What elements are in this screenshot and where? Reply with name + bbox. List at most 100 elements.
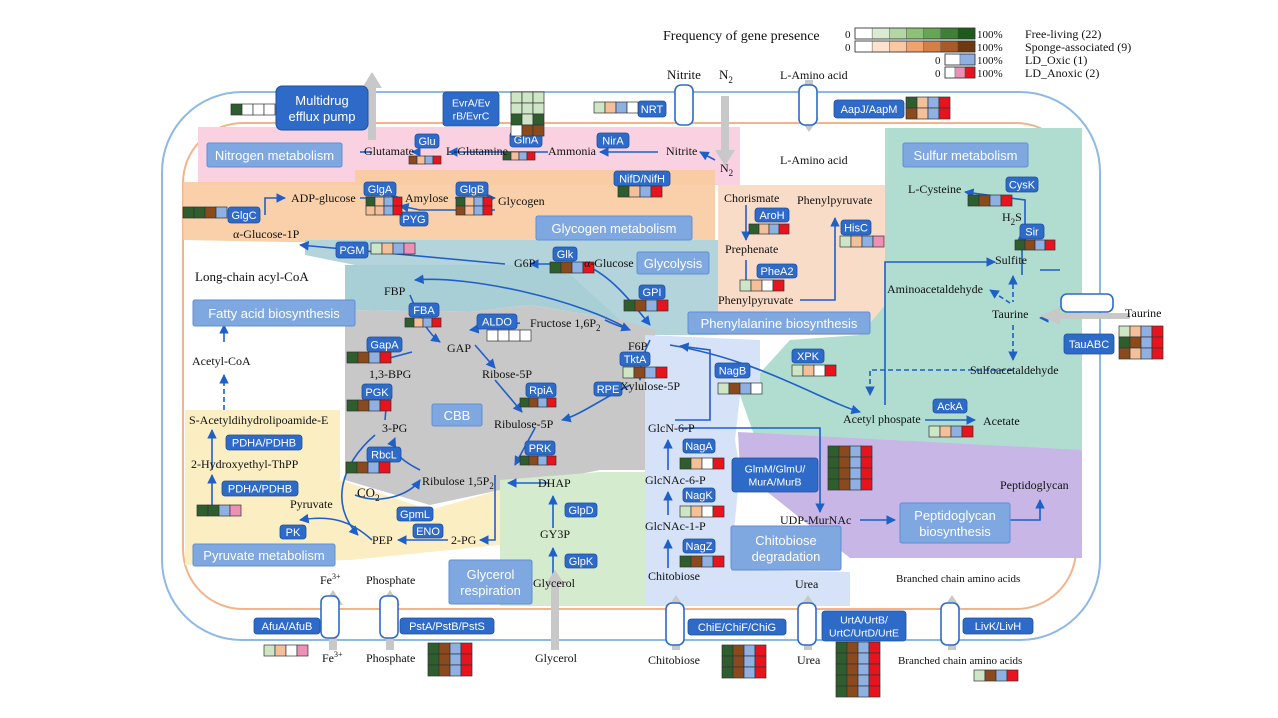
heatmap-cell bbox=[846, 685, 859, 698]
region-peptidoglycan-line: Peptidoglycan bbox=[914, 508, 996, 523]
heatmap-cell bbox=[528, 455, 539, 466]
heatmap-cell bbox=[916, 96, 929, 109]
heatmap-nagz bbox=[679, 555, 725, 568]
region-glycerol-line: respiration bbox=[460, 583, 521, 598]
metabolite-lglutamine: L-Glutamine bbox=[446, 144, 508, 158]
heatmap-cell bbox=[427, 653, 440, 666]
region-sulfur: Sulfur metabolism bbox=[902, 142, 1029, 168]
enzyme-rpe: RPE bbox=[593, 381, 623, 397]
enzyme-glk: Glk bbox=[552, 246, 578, 262]
enzyme-nagz: NagZ bbox=[682, 538, 716, 554]
heatmap-cell bbox=[721, 666, 734, 679]
metabolite-glycogen: Glycogen bbox=[498, 194, 545, 208]
enzyme-afua-label: AfuA/AfuB bbox=[262, 621, 313, 633]
metabolite-bcaa-in: Branched chain amino acids bbox=[896, 573, 1020, 585]
heatmap-cell bbox=[482, 196, 493, 207]
heatmap-cell bbox=[656, 299, 669, 312]
heatmap-cell bbox=[1129, 347, 1142, 360]
heatmap-cell bbox=[519, 455, 530, 466]
region-sulfur-label: Sulfur metabolism bbox=[913, 148, 1017, 163]
metabolite-acetylcoa: Acetyl-CoA bbox=[192, 354, 251, 368]
heatmap-cell bbox=[368, 399, 381, 412]
heatmap-cell bbox=[510, 113, 523, 126]
heatmap-cell bbox=[846, 641, 859, 654]
heatmap-cell bbox=[978, 194, 991, 207]
heatmap-cell bbox=[424, 155, 434, 165]
heatmap-cell bbox=[1118, 336, 1131, 349]
heatmap-cell bbox=[750, 382, 763, 395]
heatmap-cell bbox=[374, 205, 385, 216]
heatmap-cell bbox=[791, 364, 804, 377]
enzyme-nira-label: NirA bbox=[602, 136, 624, 148]
heatmap-cell bbox=[754, 655, 767, 668]
metabolite-taurine-in: Taurine bbox=[992, 307, 1028, 321]
enzyme-nifd-label: NifD/NifH bbox=[619, 174, 665, 186]
heatmap-cell bbox=[537, 397, 548, 408]
heatmap-pdh bbox=[196, 504, 242, 517]
metabolite-urea-in: Urea bbox=[795, 577, 819, 591]
enzyme-eno: ENO bbox=[412, 523, 444, 539]
heatmap-cell bbox=[939, 425, 952, 438]
heatmap-cell bbox=[905, 96, 918, 109]
heatmap-cell bbox=[521, 124, 534, 137]
enzyme-nagb: NagB bbox=[714, 362, 751, 379]
heatmap-cell bbox=[374, 196, 385, 207]
heatmap-aapj bbox=[905, 96, 951, 120]
heatmap-cell bbox=[868, 663, 881, 676]
enzyme-hisc: HisC bbox=[840, 219, 872, 236]
outer-membrane bbox=[161, 91, 1101, 641]
region-fatty-label: Fatty acid biosynthesis bbox=[208, 306, 340, 321]
enzyme-nagz-label: NagZ bbox=[686, 541, 713, 553]
heatmap-cell bbox=[849, 467, 862, 480]
heatmap-cell bbox=[546, 397, 557, 408]
enzyme-glu-label: Glu bbox=[418, 136, 435, 148]
heatmap-cell bbox=[510, 91, 523, 104]
metabolite-glcnac6p: GlcNAc-6-P bbox=[645, 473, 706, 487]
heatmap-cell bbox=[455, 205, 466, 216]
heatmap-cell bbox=[1140, 347, 1153, 360]
metabolite-phosphate-out: Phosphate bbox=[366, 651, 415, 665]
heatmap-cell bbox=[857, 674, 870, 687]
heatmap-phea2 bbox=[739, 279, 785, 292]
heatmap-cell bbox=[381, 242, 394, 255]
heatmap-cell bbox=[743, 644, 756, 657]
heatmap-glu bbox=[408, 155, 442, 165]
metabolite-f6p: F6P bbox=[628, 339, 648, 353]
enzyme-glmm: GlmM/GlmU/MurA/MurB bbox=[731, 457, 819, 493]
enzyme-aapj-label: AapJ/AapM bbox=[841, 104, 898, 116]
heatmap-cell bbox=[528, 397, 539, 408]
heatmap-cell bbox=[721, 655, 734, 668]
enzyme-evra-line: EvrA/Ev bbox=[452, 98, 491, 110]
legend-max: 100% bbox=[977, 55, 1003, 67]
heatmap-cell bbox=[967, 194, 980, 207]
region-phenylalanine-label: Phenylalanine biosynthesis bbox=[701, 316, 858, 331]
enzyme-evra-line: rB/EvrC bbox=[453, 111, 490, 123]
heatmap-cell bbox=[449, 664, 462, 677]
heatmap-nagb bbox=[717, 382, 763, 395]
legend-min: 0 bbox=[935, 68, 941, 80]
metabolite-n2-in: N2 bbox=[720, 161, 733, 178]
heatmap-cell bbox=[1000, 194, 1013, 207]
heatmap-cell bbox=[824, 364, 837, 377]
heatmap-cell bbox=[182, 206, 195, 219]
heatmap-cell bbox=[655, 366, 668, 379]
heatmap-gapa bbox=[346, 351, 392, 364]
metabolite-pep: PEP bbox=[372, 533, 393, 547]
heatmap-cell bbox=[464, 205, 475, 216]
membrane-channels bbox=[320, 84, 1114, 646]
heatmap-cell bbox=[989, 194, 1002, 207]
heatmap-cell bbox=[357, 399, 370, 412]
heatmap-cell bbox=[623, 299, 636, 312]
enzyme-glpd: GlpD bbox=[564, 502, 598, 518]
heatmap-glmm bbox=[827, 445, 873, 491]
enzyme-fba: FBA bbox=[408, 302, 440, 318]
metabolite-chitobiose-out: Chitobiose bbox=[648, 653, 700, 667]
legend-label: LD_Anoxic (2) bbox=[1025, 66, 1099, 80]
heatmap-cell bbox=[1118, 347, 1131, 360]
enzyme-aldo-label: ALDO bbox=[482, 317, 512, 329]
legend-max: 100% bbox=[977, 42, 1003, 54]
heatmap-rpia bbox=[519, 397, 557, 408]
